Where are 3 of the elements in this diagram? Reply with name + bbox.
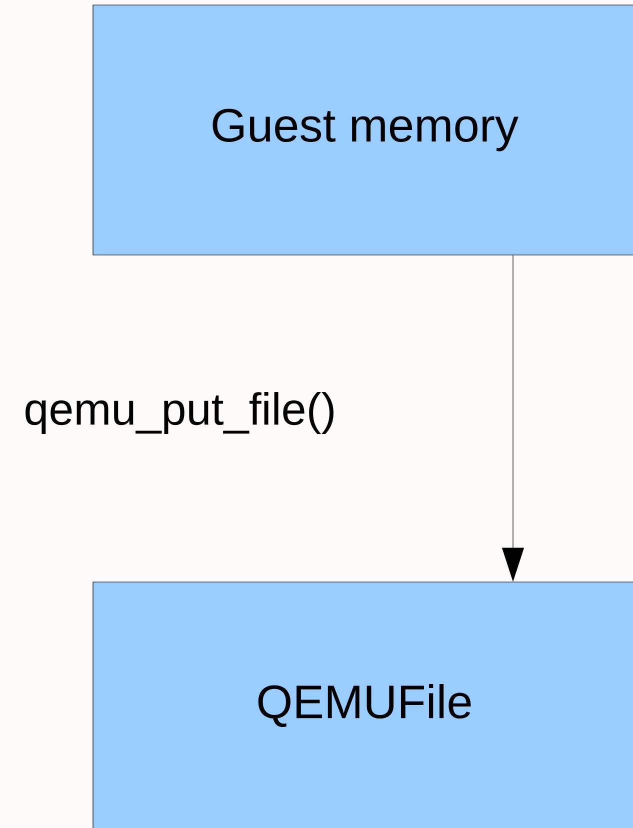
edge-label: qemu_put_file() xyxy=(26,392,334,434)
process-box: Guest memory xyxy=(92,4,633,256)
process-box: QEMUFile xyxy=(92,582,633,828)
